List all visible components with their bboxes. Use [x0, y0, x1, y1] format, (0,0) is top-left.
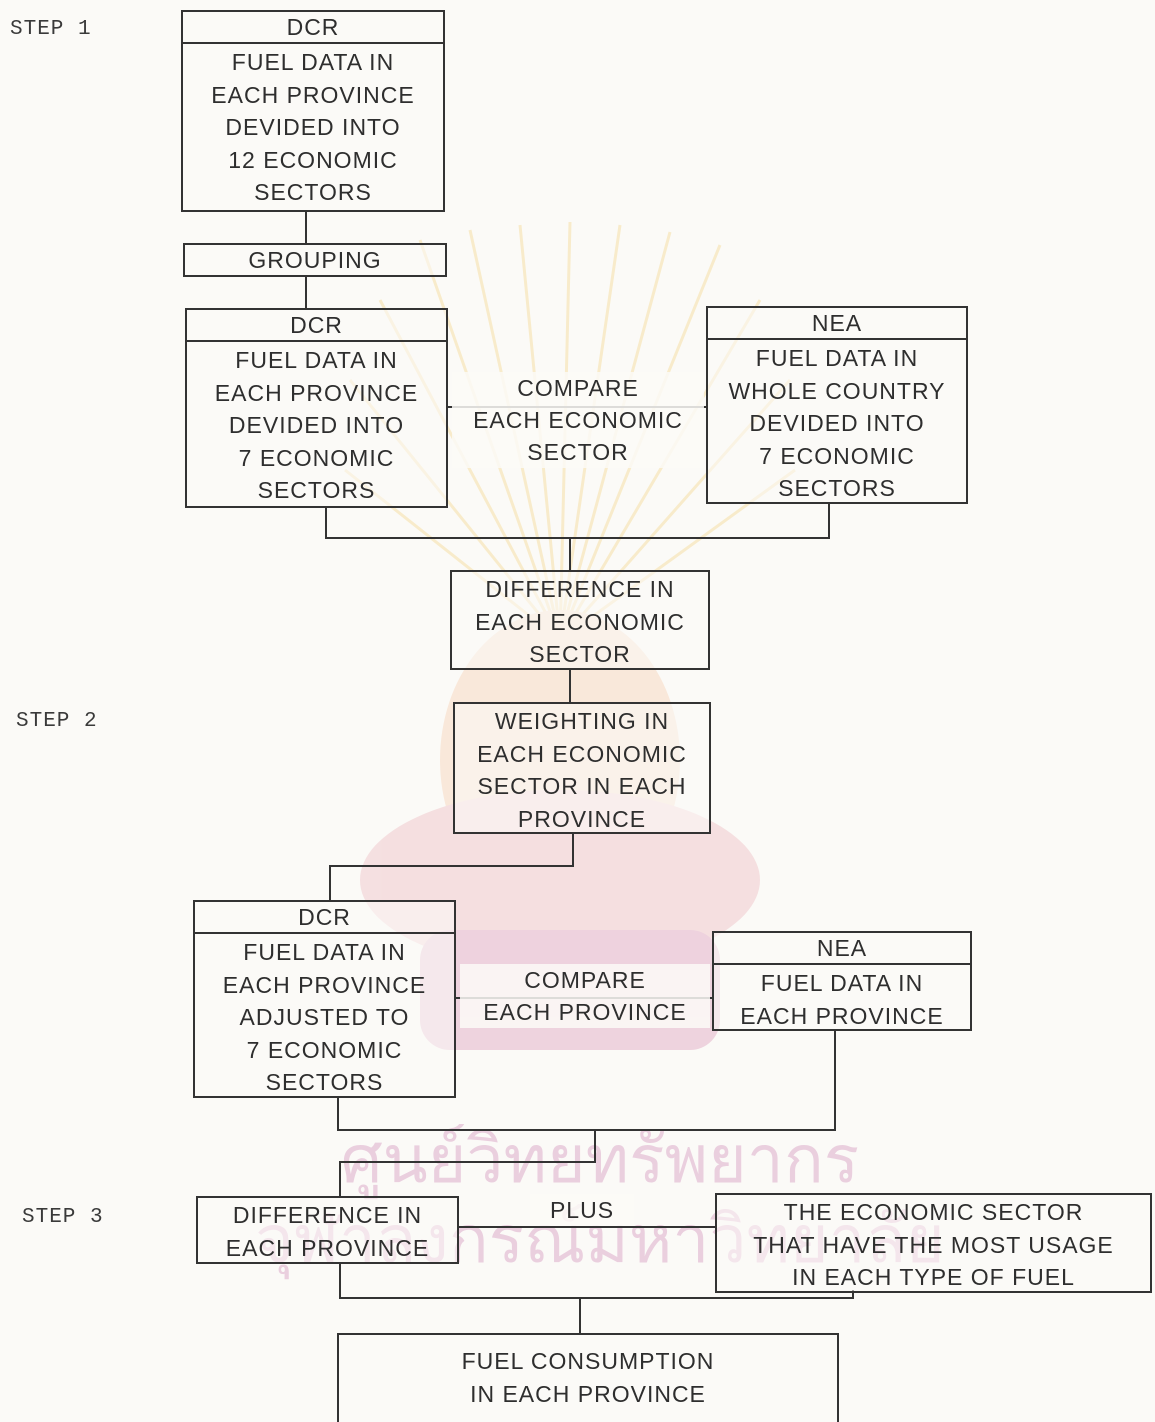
node-line: SECTORS — [254, 179, 372, 205]
node-header: DCR — [187, 310, 446, 342]
node-line: PROVINCE — [517, 805, 647, 832]
node-line: WEIGHTING IN — [494, 708, 670, 734]
node-line: THE ECONOMIC SECTOR — [783, 1199, 1084, 1225]
node-line: EACH ECONOMIC — [475, 608, 685, 635]
node-line: THAT HAVE THE MOST USAGE — [753, 1231, 1114, 1258]
node-line: SECTOR IN EACH — [477, 773, 687, 799]
node-header: DCR — [195, 902, 454, 934]
node-line: FUEL DATA IN — [231, 49, 395, 75]
node-line: IN EACH TYPE OF FUEL — [792, 1264, 1075, 1290]
node-line: FUEL DATA IN — [243, 939, 406, 965]
edge-label-line: EACH PROVINCE — [483, 999, 687, 1025]
node-line: DEVIDED INTO — [228, 412, 405, 438]
edge-label-line: COMPARE — [524, 967, 646, 993]
node-nea-whole-country: NEA FUEL DATA IN WHOLE COUNTRY DEVIDED I… — [706, 306, 968, 504]
node-line: EACH PROVINCE — [211, 81, 415, 108]
node-line: ADJUSTED TO — [239, 1004, 410, 1030]
node-line: EACH ECONOMIC — [477, 740, 687, 767]
node-header: NEA — [714, 933, 970, 965]
node-line: EACH PROVINCE — [740, 1002, 944, 1029]
edge-label-compare-sector: COMPARE EACH ECONOMIC SECTOR — [452, 372, 704, 468]
node-line: 7 ECONOMIC — [238, 444, 395, 471]
node-line: 12 ECONOMIC — [228, 146, 398, 173]
node-dcr-12-sectors: DCR FUEL DATA IN EACH PROVINCE DEVIDED I… — [181, 10, 445, 212]
node-line: WHOLE COUNTRY — [728, 377, 946, 404]
edge-label-compare-province: COMPARE EACH PROVINCE — [460, 964, 710, 1028]
edge-label-line: SECTOR — [527, 439, 629, 465]
node-line: FUEL DATA IN — [755, 345, 919, 371]
node-line: FUEL DATA IN — [235, 347, 398, 373]
node-line: EACH PROVINCE — [214, 379, 419, 406]
node-weighting: WEIGHTING IN EACH ECONOMIC SECTOR IN EAC… — [453, 702, 711, 834]
node-line: DEVIDED INTO — [749, 410, 925, 436]
edge-label-plus: PLUS — [530, 1194, 634, 1226]
node-line: IN EACH PROVINCE — [470, 1380, 706, 1407]
step-2-label: STEP 2 — [16, 710, 98, 733]
node-line: DEVIDED INTO — [225, 114, 401, 140]
node-line: EACH PROVINCE — [225, 1234, 430, 1261]
node-difference-province: DIFFERENCE IN EACH PROVINCE — [196, 1196, 459, 1264]
edge-label-line: EACH ECONOMIC — [473, 407, 683, 433]
node-line: FUEL DATA IN — [760, 970, 924, 996]
node-header: DCR — [183, 12, 443, 44]
node-line: SECTORS — [265, 1069, 384, 1095]
edge-label-line: COMPARE — [517, 375, 639, 401]
node-line: GROUPING — [248, 247, 382, 273]
node-line: SECTOR — [529, 641, 631, 667]
node-header: NEA — [708, 308, 966, 340]
step-3-label: STEP 3 — [22, 1206, 104, 1229]
node-difference-sector: DIFFERENCE IN EACH ECONOMIC SECTOR — [450, 570, 710, 670]
node-dcr-adjusted: DCR FUEL DATA IN EACH PROVINCE ADJUSTED … — [193, 900, 456, 1098]
node-grouping: GROUPING — [183, 243, 447, 277]
node-line: EACH PROVINCE — [222, 971, 427, 998]
node-line: DIFFERENCE IN — [485, 576, 675, 602]
edge-label-line: PLUS — [549, 1197, 615, 1223]
node-line: 7 ECONOMIC — [246, 1036, 403, 1063]
step-1-label: STEP 1 — [10, 18, 92, 41]
node-line: DIFFERENCE IN — [232, 1202, 423, 1228]
node-line: FUEL CONSUMPTION — [461, 1348, 715, 1374]
node-most-usage: THE ECONOMIC SECTOR THAT HAVE THE MOST U… — [715, 1193, 1152, 1293]
node-fuel-consumption: FUEL CONSUMPTION IN EACH PROVINCE — [337, 1333, 839, 1422]
node-dcr-7-sectors: DCR FUEL DATA IN EACH PROVINCE DEVIDED I… — [185, 308, 448, 508]
node-line: SECTORS — [778, 475, 896, 501]
node-nea-province: NEA FUEL DATA IN EACH PROVINCE — [712, 931, 972, 1031]
node-line: SECTORS — [257, 477, 376, 503]
node-line: 7 ECONOMIC — [759, 442, 915, 469]
